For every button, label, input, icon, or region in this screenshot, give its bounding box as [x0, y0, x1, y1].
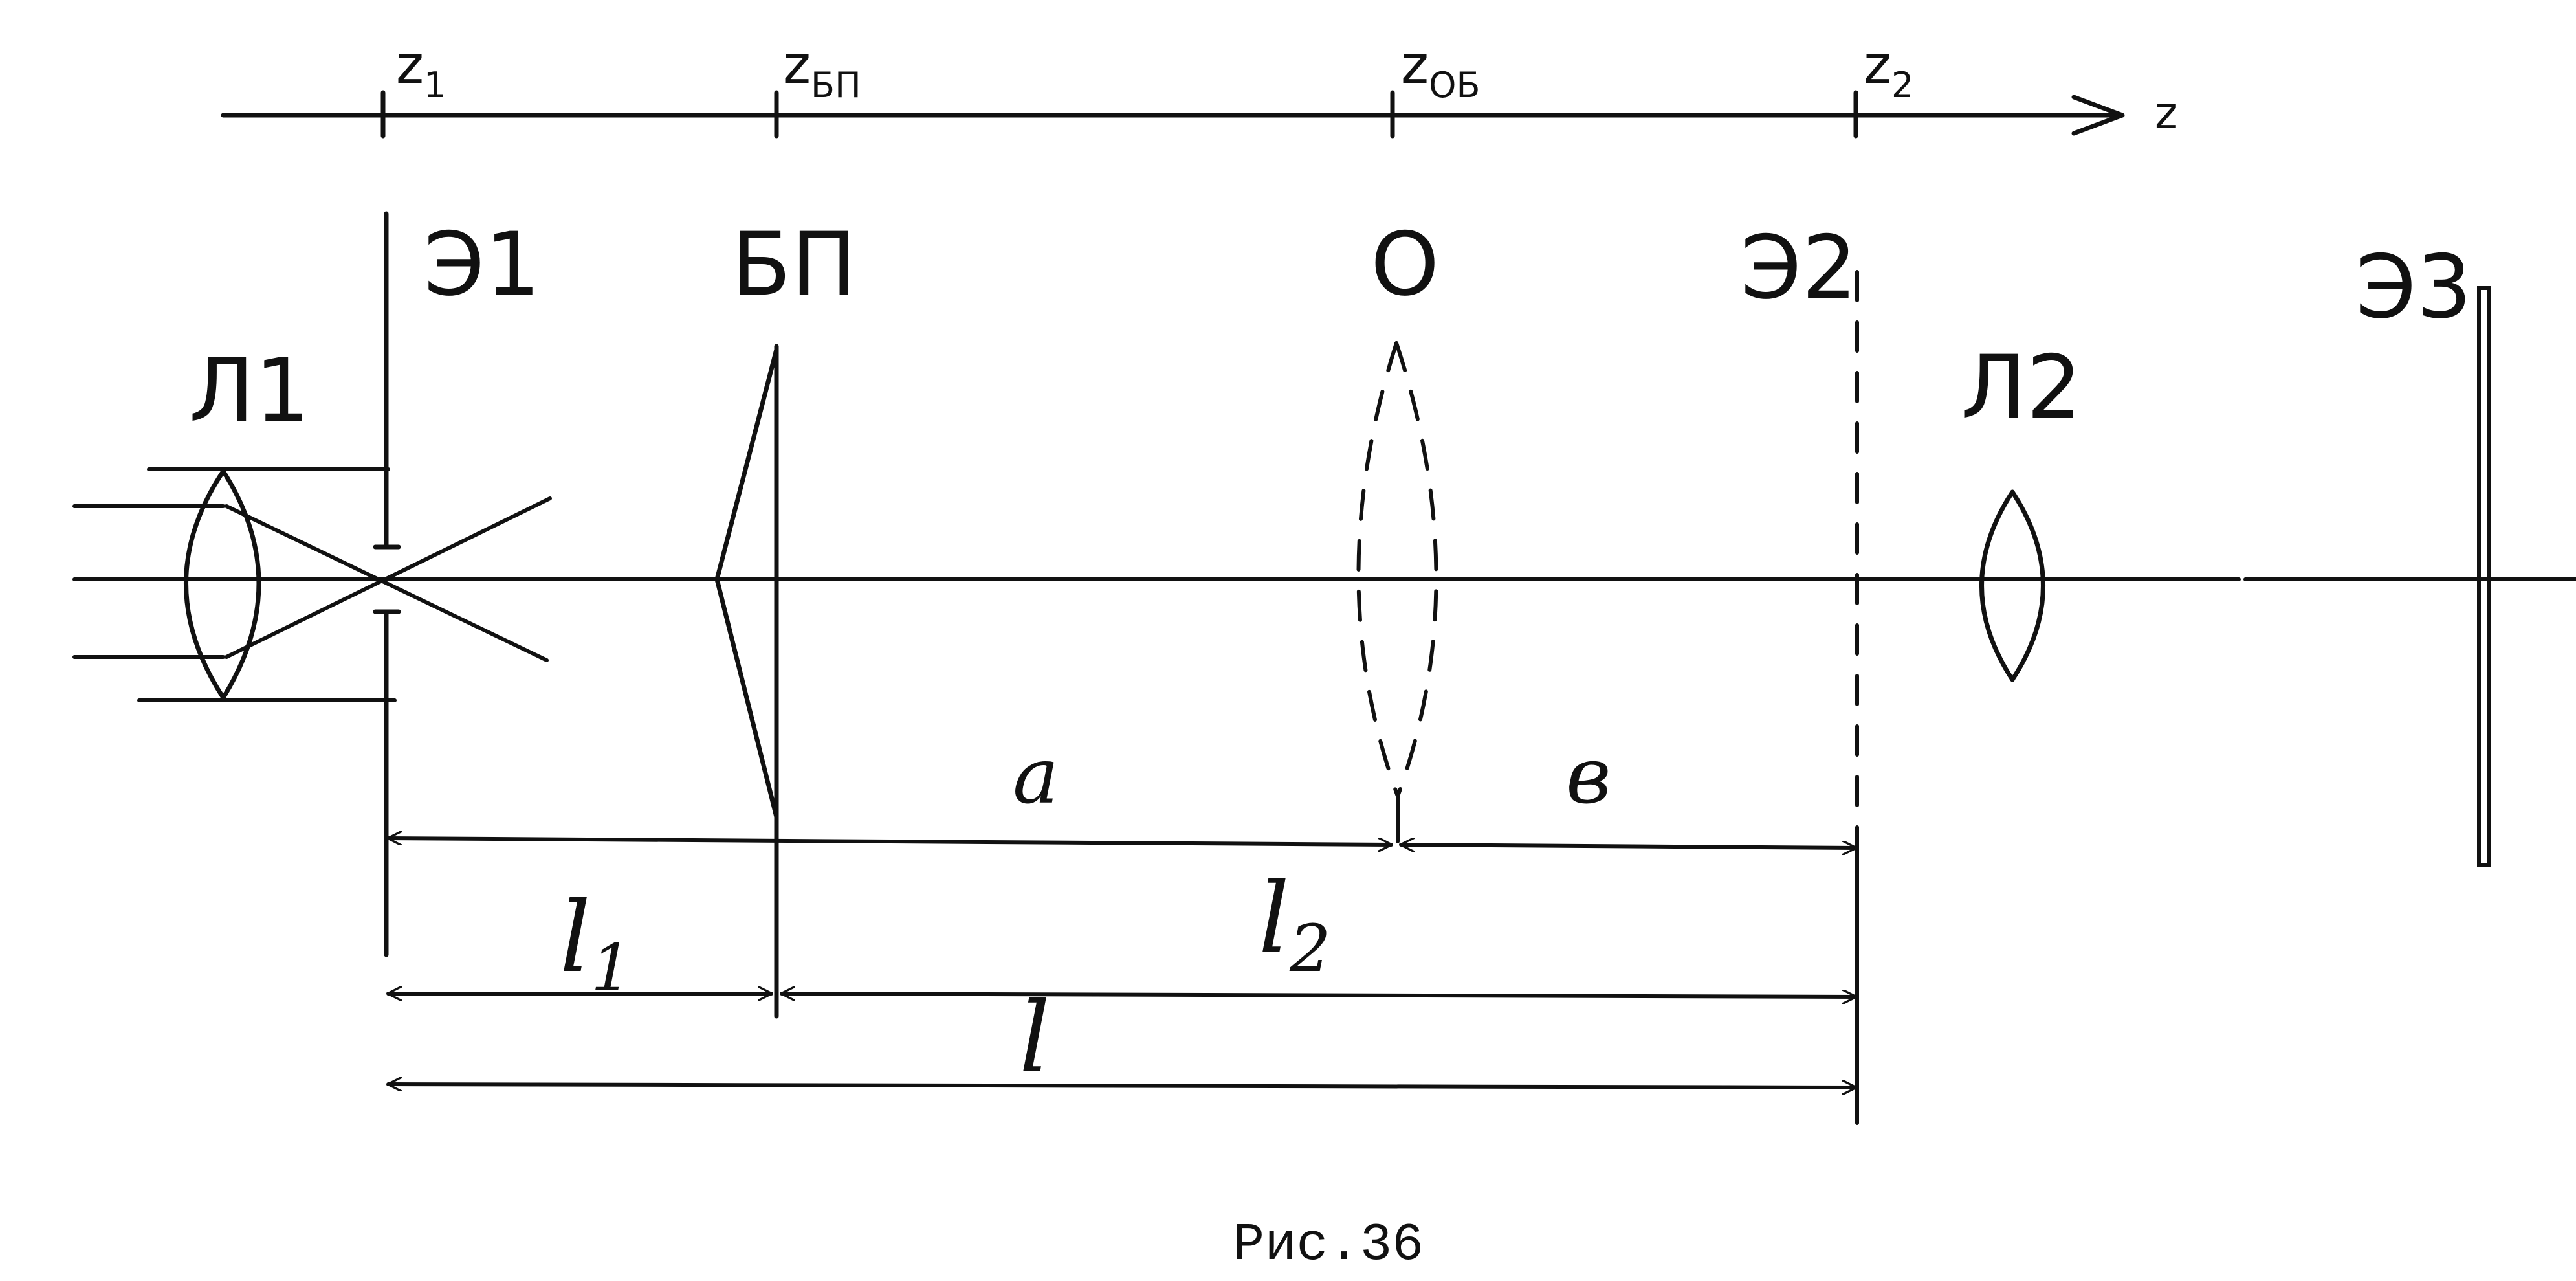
biprism-bp: БП	[714, 214, 857, 1019]
tick-label-z2: z2	[1864, 34, 1913, 106]
lens-l2: Л2	[1961, 337, 2082, 682]
label-l1: l1	[560, 882, 632, 1006]
label-e2: Э2	[1741, 217, 1857, 318]
axis-label-z: z	[2155, 88, 2178, 139]
lens-l1: Л1	[184, 340, 310, 700]
objective-o: О	[1356, 214, 1439, 843]
label-e1: Э1	[424, 214, 540, 315]
figure-caption: Рис.36	[1233, 1215, 1424, 1275]
dimension-a-b: a в	[386, 731, 1858, 848]
label-l: l	[1019, 982, 1050, 1095]
label-bp: БП	[731, 214, 857, 315]
tick-label-z1: z1	[396, 34, 446, 106]
tick-label-zob: zОБ	[1401, 34, 1481, 106]
label-b: в	[1566, 731, 1611, 821]
dimension-l1-l2: l1 l2	[386, 862, 1858, 1006]
label-o: О	[1371, 214, 1439, 315]
screen-e2: Э2	[1741, 217, 1859, 1125]
label-l2: l2	[1259, 862, 1331, 986]
dimension-l: l	[386, 982, 1858, 1095]
z-axis: z z1 zБП zОБ z2	[221, 34, 2178, 139]
screen-e1: Э1	[373, 211, 540, 957]
tick-label-zbp: zБП	[783, 34, 861, 106]
screen-e3: Э3	[2355, 236, 2491, 867]
label-a: a	[1013, 731, 1059, 821]
label-l2: Л2	[1961, 337, 2082, 438]
label-l1: Л1	[189, 340, 310, 441]
label-e3: Э3	[2355, 236, 2472, 338]
incident-beam	[72, 467, 552, 702]
